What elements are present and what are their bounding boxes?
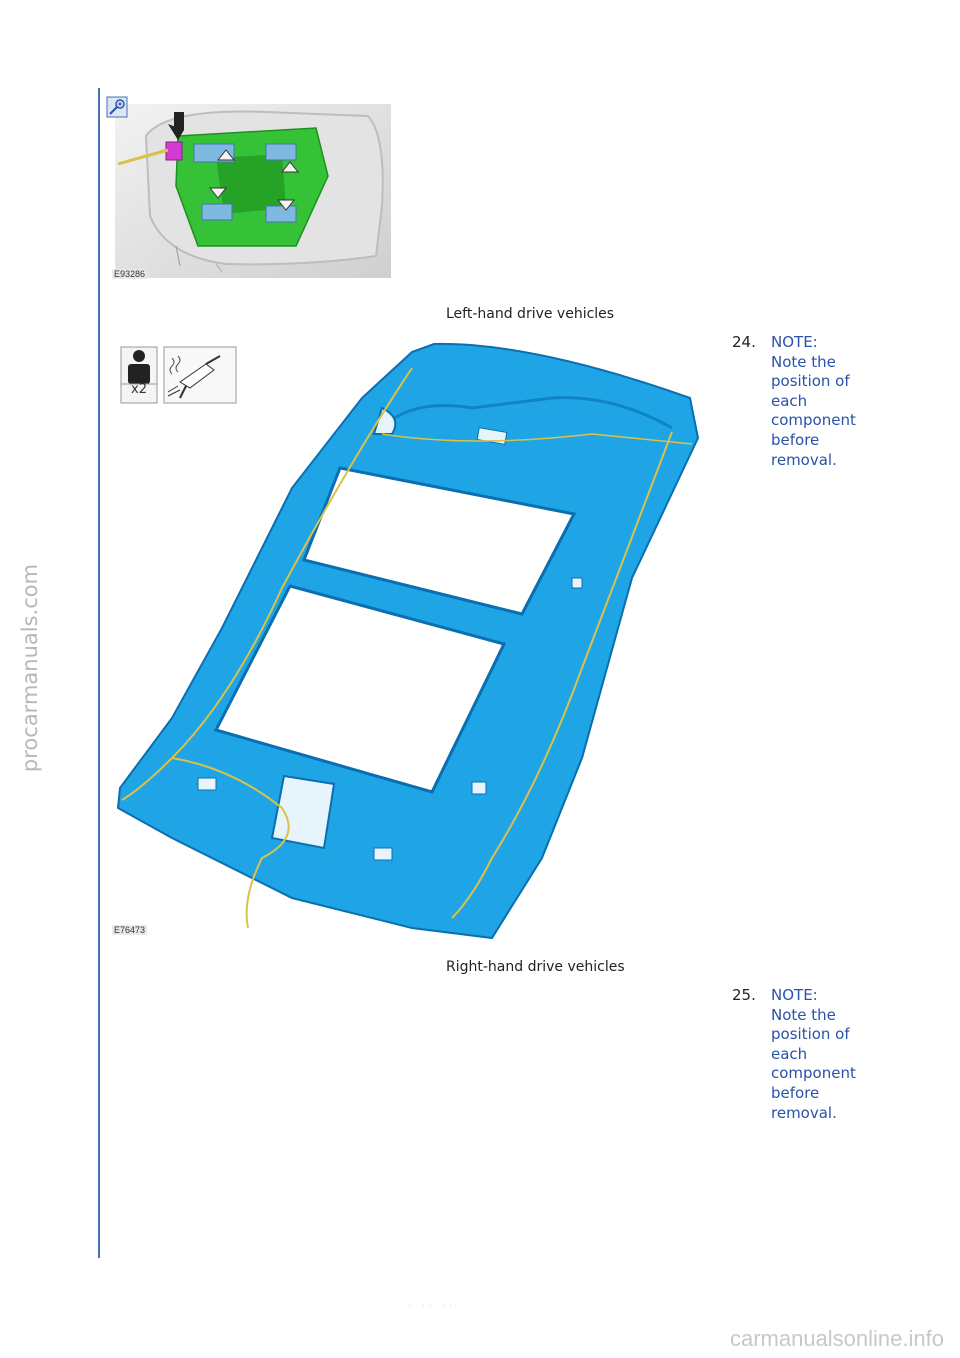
note-label: NOTE: [771,986,818,1004]
side-watermark-text: procarmanuals.com [18,563,42,773]
figure-id-e93286: E93286 [112,269,148,279]
note-line: before [771,1083,820,1102]
step-number-24: 24. [732,333,756,351]
note-line: removal. [771,1103,837,1122]
procedure-icons: x2 [120,346,238,404]
note-label: NOTE: [771,333,818,351]
figure-bracket [106,96,392,282]
icon-badge-x2: x2 [131,382,147,397]
step-note-25: NOTE: Note the position of each componen… [771,986,901,1123]
page-mark: · ·· ·· [408,1302,457,1312]
note-line: component [771,1064,856,1083]
caption-lhd: Left-hand drive vehicles [446,306,615,322]
figure-headliner [112,338,702,942]
two-person-icon [120,346,158,404]
note-line: Note the [771,1005,836,1024]
caption-rhd: Right-hand drive vehicles [446,959,625,975]
figure-id-e76473: E76473 [112,925,148,935]
note-line: position of [771,1025,850,1044]
side-watermark: procarmanuals.com [6,560,56,780]
heat-gun-icon [164,346,238,404]
note-line: position of [771,372,850,391]
note-line: Note the [771,352,836,371]
figure-bracket-drawing [115,104,391,278]
headliner-drawing [116,342,700,940]
magnify-icon[interactable] [106,96,128,118]
procedure-icons-drawing [120,346,237,404]
note-line: each [771,1044,808,1063]
margin-rule [98,88,100,1258]
note-line: each [771,391,808,410]
note-line: before [771,430,820,449]
note-line: removal. [771,450,837,469]
step-number-25: 25. [732,986,756,1004]
note-line: component [771,411,856,430]
footer-watermark: carmanualsonline.info [729,1326,944,1351]
step-note-24: NOTE: Note the position of each componen… [771,333,901,470]
